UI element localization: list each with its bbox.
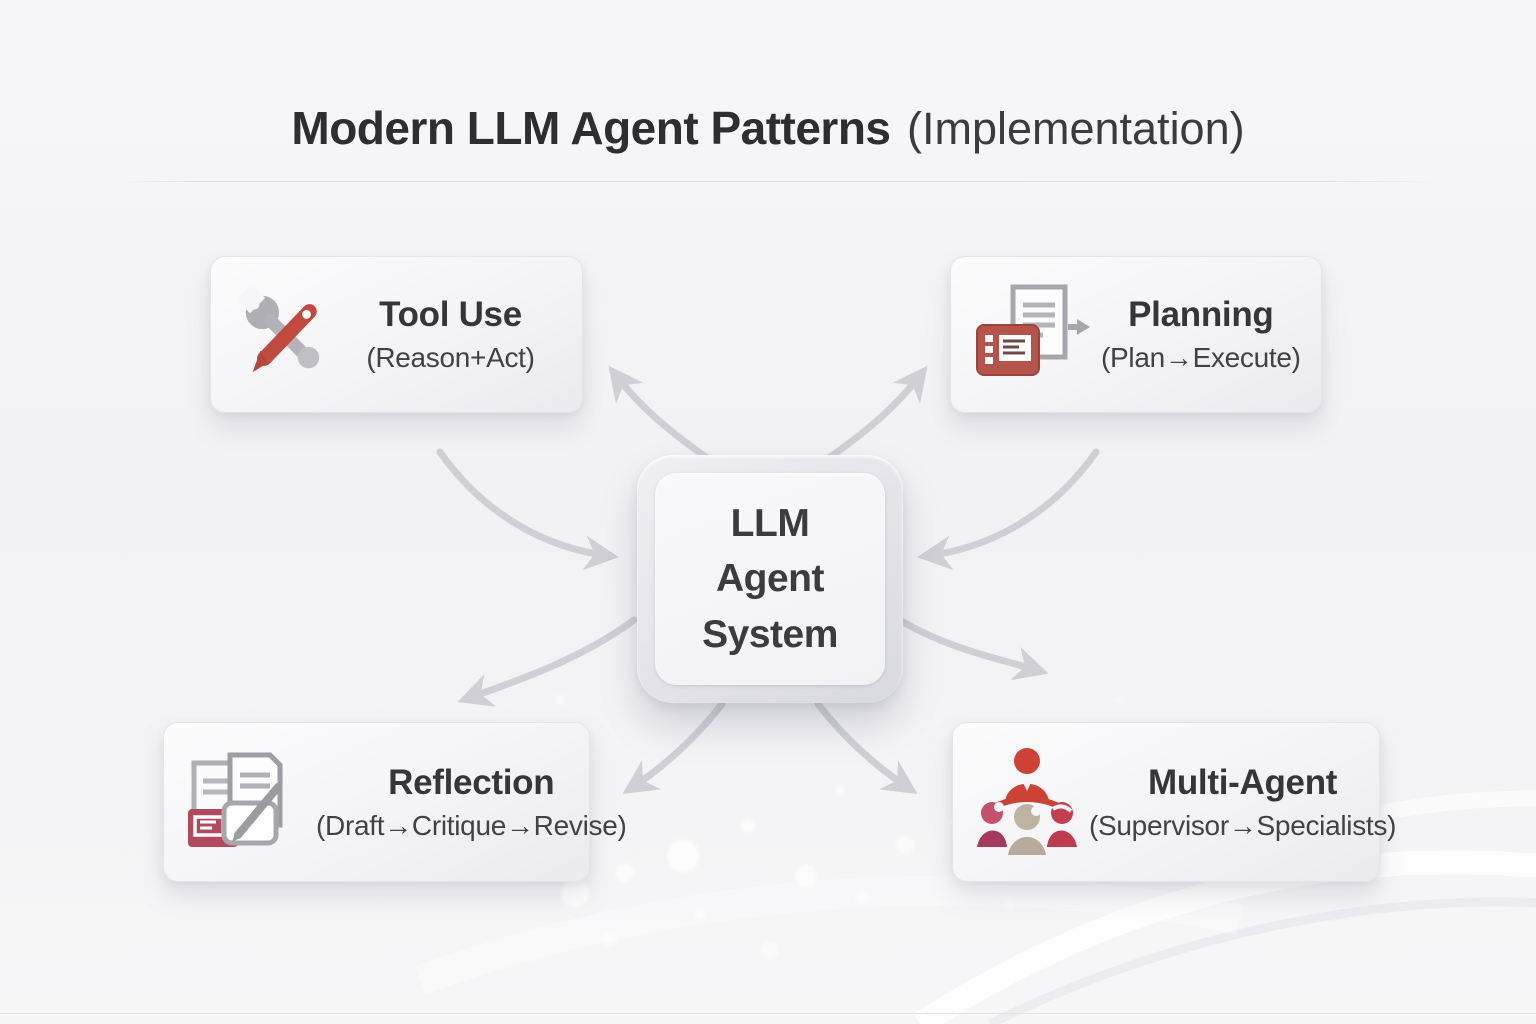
arrow-center-to-reflection-side [622, 700, 726, 794]
node-multi-agent: Multi-Agent (Supervisor→Specialists) [952, 722, 1396, 882]
arrow-planning-to-center [916, 448, 1100, 571]
documents-and-pencil-icon [186, 747, 306, 857]
bottom-edge-line [0, 1013, 1536, 1014]
node-planning: Planning (Plan→Execute) [950, 256, 1322, 413]
node-reflection-text: Reflection (Draft→Critique→Revise) [316, 763, 627, 842]
center-label-line-2: Agent [716, 557, 825, 601]
node-llm-agent-system-panel: LLM Agent System [655, 473, 885, 685]
node-multi-agent-subtitle: (Supervisor→Specialists) [1089, 809, 1397, 841]
node-tool-use-subtitle: (Reason+Act) [366, 342, 535, 373]
arrow-center-to-reflection [457, 616, 638, 707]
node-planning-text: Planning (Plan→Execute) [1101, 295, 1301, 374]
supervisor-team-icon [975, 745, 1079, 859]
node-reflection-subtitle: (Draft→Critique→Revise) [316, 809, 627, 841]
node-tool-use-title: Tool Use [379, 295, 522, 334]
node-llm-agent-system: LLM Agent System [637, 455, 903, 703]
arrow-center-to-planning [816, 365, 928, 468]
arrow-center-to-multi-agent [899, 618, 1049, 681]
plan-document-arrow-icon [973, 283, 1091, 387]
page-title-main: Modern LLM Agent Patterns [291, 102, 891, 154]
node-multi-agent-text: Multi-Agent (Supervisor→Specialists) [1089, 763, 1396, 842]
node-planning-subtitle: (Plan→Execute) [1101, 342, 1301, 373]
center-label-line-1: LLM [730, 501, 810, 545]
node-tool-use-text: Tool Use (Reason+Act) [341, 295, 560, 374]
node-reflection: Reflection (Draft→Critique→Revise) [163, 722, 627, 882]
node-tool-use: Tool Use (Reason+Act) [210, 256, 583, 413]
node-reflection-title: Reflection [388, 762, 555, 802]
node-planning-title: Planning [1128, 295, 1274, 334]
arrow-center-to-tool-use [608, 365, 720, 468]
page-title-suffix: (Implementation) [906, 103, 1245, 154]
title-divider [116, 181, 1450, 182]
wrench-and-screwdriver-icon [233, 285, 331, 384]
page-title: Modern LLM Agent Patterns (Implementatio… [0, 101, 1536, 155]
center-label-line-3: System [702, 612, 838, 656]
arrow-tool-use-to-center [436, 448, 620, 571]
arrow-center-to-multi-agent-side [814, 700, 918, 794]
node-multi-agent-title: Multi-Agent [1147, 762, 1338, 802]
